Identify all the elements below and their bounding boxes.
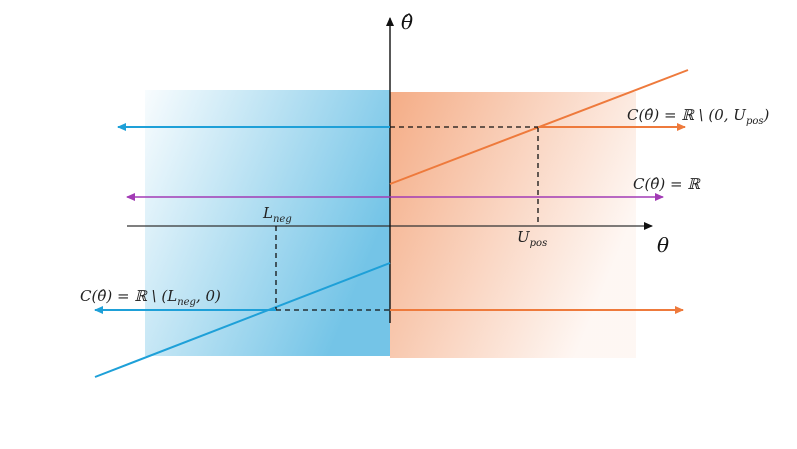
lower-left-set-label: C(θ̂) = ℝ \ (Lneg, 0) xyxy=(80,287,221,308)
upper-right-set-main: C(θ̂) = ℝ \ (0, U xyxy=(627,106,747,124)
negative-boundary-line xyxy=(94,262,391,378)
theta-hat-label: θ̂ xyxy=(401,10,413,34)
negative-region-fill xyxy=(145,90,390,356)
middle-set-label: C(θ̂) = ℝ xyxy=(633,175,701,193)
lower-left-set-main: C(θ̂) = ℝ \ (L xyxy=(80,287,177,305)
u-pos-main: U xyxy=(517,228,531,246)
l-neg-main: L xyxy=(262,204,273,222)
upper-right-set-end: ) xyxy=(763,106,770,124)
theta-label: θ xyxy=(657,233,669,257)
u-pos-sub: pos xyxy=(530,238,548,249)
lower-left-set-end: , 0) xyxy=(196,287,221,305)
upper-right-set-label: C(θ̂) = ℝ \ (0, Upos) xyxy=(627,106,770,127)
u-pos-label: Upos xyxy=(517,228,547,249)
lower-left-set-sub: neg xyxy=(177,297,196,308)
l-neg-label: Lneg xyxy=(262,204,292,225)
l-neg-sub: neg xyxy=(273,214,292,225)
upper-right-set-sub: pos xyxy=(746,116,764,127)
positive-region-fill xyxy=(390,92,636,358)
